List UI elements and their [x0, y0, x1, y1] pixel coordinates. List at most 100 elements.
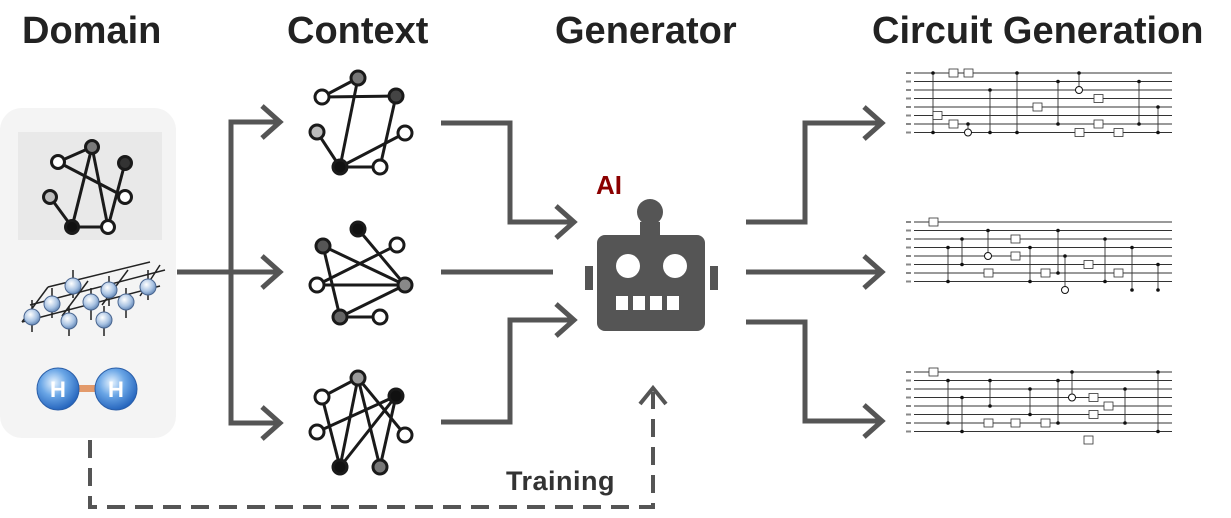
heading-domain: Domain	[22, 10, 162, 52]
control-dot	[966, 122, 970, 126]
control-dot	[1077, 71, 1081, 75]
heading-circuit-generation: Circuit Generation	[872, 10, 1204, 52]
control-dot	[960, 395, 964, 400]
control-dot	[946, 245, 950, 250]
cnot-target	[1061, 286, 1069, 294]
gate	[1088, 410, 1099, 419]
gate	[1103, 401, 1114, 411]
control-dot	[1028, 279, 1032, 284]
gate	[1010, 418, 1021, 428]
qubit-label	[906, 238, 911, 240]
cnot-target	[984, 252, 992, 260]
gate	[1032, 102, 1043, 112]
gate	[932, 111, 943, 120]
control-dot	[1130, 245, 1134, 250]
control-dot	[1056, 271, 1060, 275]
control-dot	[1056, 122, 1060, 126]
gate	[1093, 94, 1104, 103]
qubit-label	[906, 371, 911, 373]
robot-icon	[585, 199, 718, 331]
gate	[1083, 260, 1094, 269]
qubit-label	[906, 97, 911, 100]
qubit-label	[906, 221, 911, 223]
gate	[948, 68, 959, 78]
gate	[983, 418, 994, 428]
gate	[928, 217, 939, 227]
gate	[1040, 268, 1051, 278]
control-dot	[1070, 370, 1074, 374]
qubit-label	[906, 430, 911, 433]
domain-graph-icon	[42, 139, 133, 235]
cnot-target	[964, 128, 972, 137]
control-dot	[1056, 421, 1060, 425]
qubit-label	[906, 131, 911, 134]
training-arrow-head	[638, 384, 668, 406]
qubit-label	[906, 422, 911, 424]
control-dot	[988, 378, 992, 383]
control-dot	[1103, 279, 1107, 284]
control-dot	[1137, 79, 1141, 84]
qubit-label	[906, 405, 911, 407]
gate	[963, 68, 974, 78]
control-dot	[931, 130, 935, 135]
qubit-label	[906, 255, 911, 257]
cnot-target	[1068, 393, 1076, 402]
control-dot	[988, 130, 992, 135]
control-dot	[960, 262, 964, 267]
control-dot	[986, 228, 990, 233]
control-dot	[1130, 288, 1134, 292]
control-dot	[960, 237, 964, 241]
cnot-target	[1075, 86, 1083, 94]
heading-context: Context	[287, 10, 429, 52]
gate	[1083, 435, 1094, 445]
gate	[1074, 128, 1085, 137]
context-to-generator-arrows	[441, 120, 578, 425]
qubit-label	[906, 106, 911, 108]
control-dot	[946, 378, 950, 383]
qubit-label	[906, 123, 911, 125]
qubit-label	[906, 246, 911, 249]
gate	[1010, 251, 1021, 261]
qubit-label	[906, 89, 911, 91]
heading-generator: Generator	[555, 10, 737, 52]
quantum-circuit-3	[906, 367, 1172, 445]
quantum-circuit-1	[906, 68, 1172, 137]
generator-to-circuit-arrows	[746, 105, 886, 439]
qubit-label	[906, 413, 911, 416]
gate	[1113, 268, 1124, 278]
control-dot	[1103, 237, 1107, 241]
control-dot	[1056, 378, 1060, 383]
qubit-label	[906, 114, 911, 117]
qubit-label	[906, 280, 911, 283]
control-dot	[1137, 122, 1141, 126]
control-dot	[1123, 387, 1127, 391]
qubit-label	[906, 263, 911, 266]
qubit-label	[906, 379, 911, 382]
control-dot	[1015, 130, 1019, 135]
control-dot	[1056, 79, 1060, 84]
training-label: Training	[506, 466, 616, 496]
atom-label-right: H	[108, 377, 124, 402]
domain-panel	[0, 108, 176, 438]
control-dot	[1056, 228, 1060, 233]
control-dot	[946, 279, 950, 284]
control-dot	[931, 71, 935, 75]
ai-label: AI	[596, 170, 622, 200]
control-dot	[1028, 412, 1032, 417]
qubit-label	[906, 272, 911, 274]
control-dot	[988, 88, 992, 92]
control-dot	[1028, 387, 1032, 391]
gate	[983, 268, 994, 278]
gate	[1088, 393, 1099, 402]
qubit-label	[906, 72, 911, 74]
context-graph-3	[308, 369, 414, 476]
gate	[1040, 418, 1051, 428]
gate	[1010, 234, 1021, 244]
qubit-label	[906, 396, 911, 399]
atom-label-left: H	[50, 377, 66, 402]
gate	[1113, 128, 1124, 137]
gate	[948, 119, 959, 129]
control-dot	[1156, 262, 1160, 267]
control-dot	[960, 429, 964, 434]
control-dot	[988, 404, 992, 408]
